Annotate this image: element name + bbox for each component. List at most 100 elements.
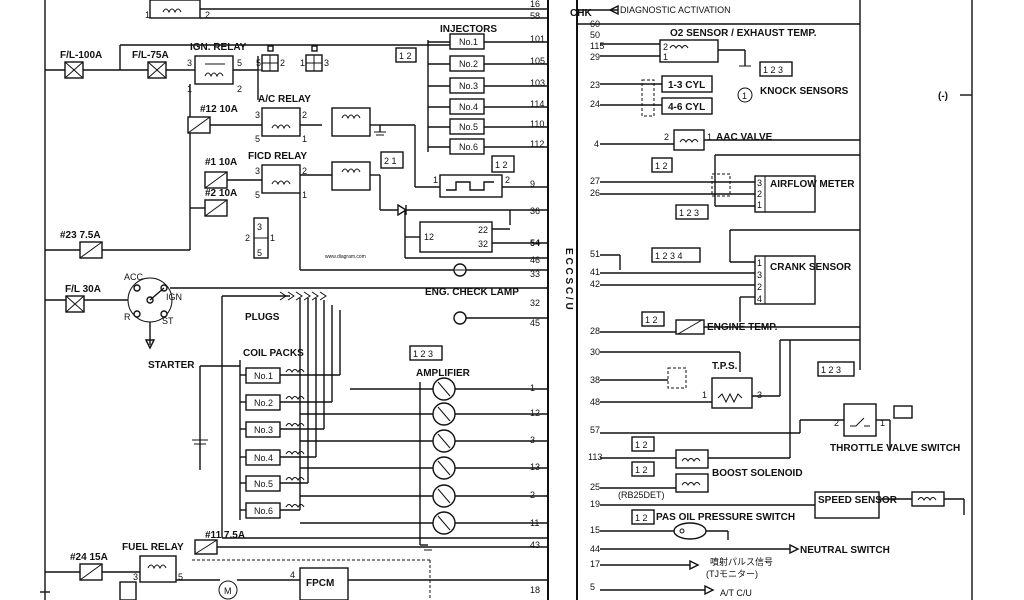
svg-text:1: 1	[742, 91, 747, 101]
neutral-label: NEUTRAL SWITCH	[800, 545, 890, 556]
fuse-label: #23 7.5A	[60, 230, 101, 241]
ecu-control-unit: E C C S C / U	[547, 0, 578, 600]
ign-label: IGN	[166, 292, 182, 302]
coil-label: No.5	[254, 479, 273, 489]
fuse-label: F/L 30A	[65, 284, 101, 295]
pin: 25	[590, 482, 600, 492]
transistor	[300, 484, 548, 508]
pin: 24	[590, 99, 600, 109]
injector-label: No.2	[459, 59, 478, 69]
fpcm-label: FPCM	[306, 578, 334, 589]
inner-module: 12 22 32	[404, 210, 548, 259]
svg-text:2: 2	[757, 282, 762, 292]
svg-text:1: 1	[300, 58, 305, 68]
svg-text:5: 5	[255, 190, 260, 200]
airflow-meter: 321 AIRFLOW METER 1 2 3	[600, 154, 860, 220]
eng-check-lamp-label: ENG. CHECK LAMP	[425, 287, 519, 298]
pin: 9	[530, 179, 535, 189]
svg-text:1: 1	[757, 258, 762, 268]
injector-label: No.1	[459, 37, 478, 47]
amplifier-label: AMPLIFIER	[416, 368, 471, 379]
rb-label: (RB25DET)	[618, 490, 665, 500]
pin: 42	[590, 279, 600, 289]
right-rail: (-)	[938, 0, 973, 600]
svg-text:2: 2	[245, 233, 250, 243]
svg-text:2: 2	[280, 58, 285, 68]
aac-valve-label: AAC VALVE	[716, 132, 773, 143]
injector: No.2	[449, 55, 548, 72]
ficd-relay-label: FICD RELAY	[248, 151, 307, 162]
coil-pack: No.5	[240, 298, 309, 492]
pas-oil-switch: 1 2 PAS OIL PRESSURE SWITCH	[600, 509, 795, 540]
pas-oil-label: PAS OIL PRESSURE SWITCH	[656, 512, 795, 523]
pin: 110	[530, 119, 544, 129]
svg-text:2: 2	[505, 175, 510, 185]
svg-text:5: 5	[257, 248, 262, 258]
injector-label: No.4	[459, 102, 478, 112]
ecu-label: E C C S C / U	[563, 248, 574, 310]
tps-label: T.P.S.	[712, 361, 738, 372]
connector-label: 1 2 3	[821, 365, 841, 375]
svg-text:R: R	[124, 312, 131, 322]
coil-packs-label: COIL PACKS	[243, 348, 304, 359]
pin: 58	[530, 11, 540, 21]
transistor	[300, 429, 548, 453]
pin: 1	[530, 383, 535, 393]
svg-text:3: 3	[255, 110, 260, 120]
connector-icons-top: 5 2 1 3	[256, 45, 329, 72]
svg-text:3: 3	[757, 270, 762, 280]
svg-text:3: 3	[257, 222, 262, 232]
connector-label: 1 2 3	[413, 349, 433, 359]
coil-pack: No.1	[240, 310, 341, 384]
svg-text:2: 2	[834, 418, 839, 428]
connector-label: 2 1	[384, 156, 397, 166]
pin: 50	[590, 30, 600, 40]
pin: 36	[530, 206, 540, 216]
fuse-label: #24 15A	[70, 552, 108, 563]
pin: 114	[530, 99, 544, 109]
pin: 44	[590, 544, 600, 554]
pin: 112	[530, 139, 544, 149]
coil-pack: No.3	[240, 300, 325, 438]
motor-icon: M	[224, 586, 232, 596]
connector-label: 1 2 3	[763, 65, 783, 75]
svg-text:5: 5	[256, 58, 261, 68]
pin: 16	[530, 0, 540, 9]
jp-monitor-label: (TJモニター)	[706, 569, 758, 579]
svg-text:4: 4	[757, 294, 762, 304]
svg-text:3: 3	[324, 58, 329, 68]
cyl-46-label: 4-6 CYL	[668, 102, 705, 113]
pin: 113	[588, 452, 602, 462]
transistor	[300, 402, 548, 426]
svg-text:2: 2	[237, 84, 242, 94]
pin: 38	[590, 375, 600, 385]
coil-label: No.1	[254, 371, 273, 381]
pin: 41	[590, 267, 600, 277]
knock-sensors: 1-3 CYL 4-6 CYL 1 KNOCK SENSORS	[600, 75, 849, 117]
svg-text:4: 4	[290, 570, 295, 580]
svg-text:3: 3	[757, 390, 762, 400]
injector: No.4	[449, 98, 548, 115]
pin: 43	[530, 540, 540, 550]
starter-label: STARTER	[148, 360, 195, 371]
fuse-11: #11 7.5A	[194, 530, 548, 555]
pin: 32	[530, 298, 540, 308]
pin: 51	[590, 249, 600, 259]
connector-label: 1 2	[495, 160, 508, 170]
svg-text:1: 1	[270, 233, 275, 243]
fuse-fl-75a: F/L-75A	[132, 50, 169, 79]
neutral-switch: NEUTRAL SWITCH	[600, 543, 890, 556]
plugs-label: PLUGS	[245, 312, 280, 323]
svg-text:2: 2	[757, 189, 762, 199]
svg-text:1: 1	[880, 418, 885, 428]
amplifier: 1 2 3 AMPLIFIER	[300, 345, 548, 551]
connector-label: 1 2	[645, 315, 658, 325]
pin-label: 32	[478, 239, 488, 249]
pin: 103	[530, 78, 545, 88]
transistor	[350, 377, 548, 401]
at-signals: 噴射パルス信号 (TJモニター) A/T C/U	[600, 556, 773, 598]
